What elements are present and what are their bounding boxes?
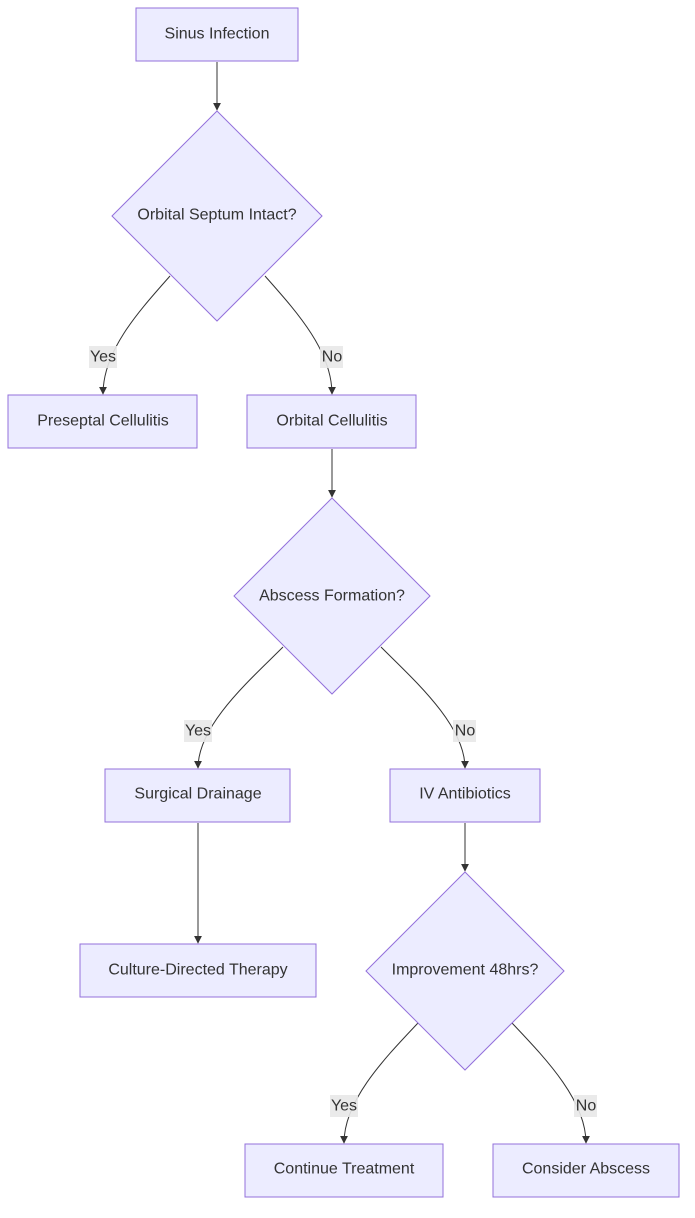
edge-label-yes: Yes [184,720,212,742]
edge-abscess-to-iv [380,646,469,769]
edge-label-text: No [455,723,476,740]
edge-label-no: No [453,720,476,742]
node-orbital-cellulitis: Orbital Cellulitis [246,394,417,449]
edge-label-yes: Yes [89,346,117,368]
edges [99,62,590,1144]
node-label: Preseptal Cellulitis [37,413,169,430]
node-culture-directed-therapy: Culture-Directed Therapy [79,943,317,998]
edge-improvement-to-continue [340,1022,419,1144]
edge-label-no: No [320,346,343,368]
edge-label-text: Yes [331,1098,357,1115]
node-preseptal-cellulitis: Preseptal Cellulitis [7,394,198,449]
node-label: Sinus Infection [165,26,270,43]
node-surgical-drainage: Surgical Drainage [104,768,291,823]
node-label: Improvement 48hrs? [392,962,539,979]
edge-abscess-to-surgical [194,646,284,769]
decision-abscess-formation: Abscess Formation? [233,497,431,695]
node-label: Abscess Formation? [259,588,405,605]
node-label: Consider Abscess [522,1161,650,1178]
node-label: Orbital Cellulitis [276,413,387,430]
node-sinus-infection: Sinus Infection [135,7,299,62]
edge-label-text: Yes [185,723,211,740]
node-iv-antibiotics: IV Antibiotics [389,768,541,823]
edge-septum-to-orbital [264,275,336,395]
edge-septum-to-preseptal [99,275,171,395]
edge-labels: Yes No Yes No Yes No [89,346,597,1117]
nodes: Sinus Infection Orbital Septum Intact? P… [7,7,680,1198]
edge-label-text: Yes [90,349,116,366]
edge-label-text: No [322,349,343,366]
edge-label-yes: Yes [330,1095,358,1117]
node-continue-treatment: Continue Treatment [244,1143,444,1198]
node-label: Continue Treatment [274,1161,415,1178]
decision-orbital-septum-intact: Orbital Septum Intact? [111,110,323,322]
edge-label-text: No [576,1098,597,1115]
node-label: Surgical Drainage [134,786,261,803]
edge-label-no: No [574,1095,597,1117]
node-label: IV Antibiotics [419,786,511,803]
edge-improvement-to-consider [511,1022,590,1144]
node-consider-abscess: Consider Abscess [492,1143,680,1198]
node-label: Culture-Directed Therapy [108,962,287,979]
decision-improvement-48hrs: Improvement 48hrs? [365,871,565,1071]
node-label: Orbital Septum Intact? [137,207,296,224]
